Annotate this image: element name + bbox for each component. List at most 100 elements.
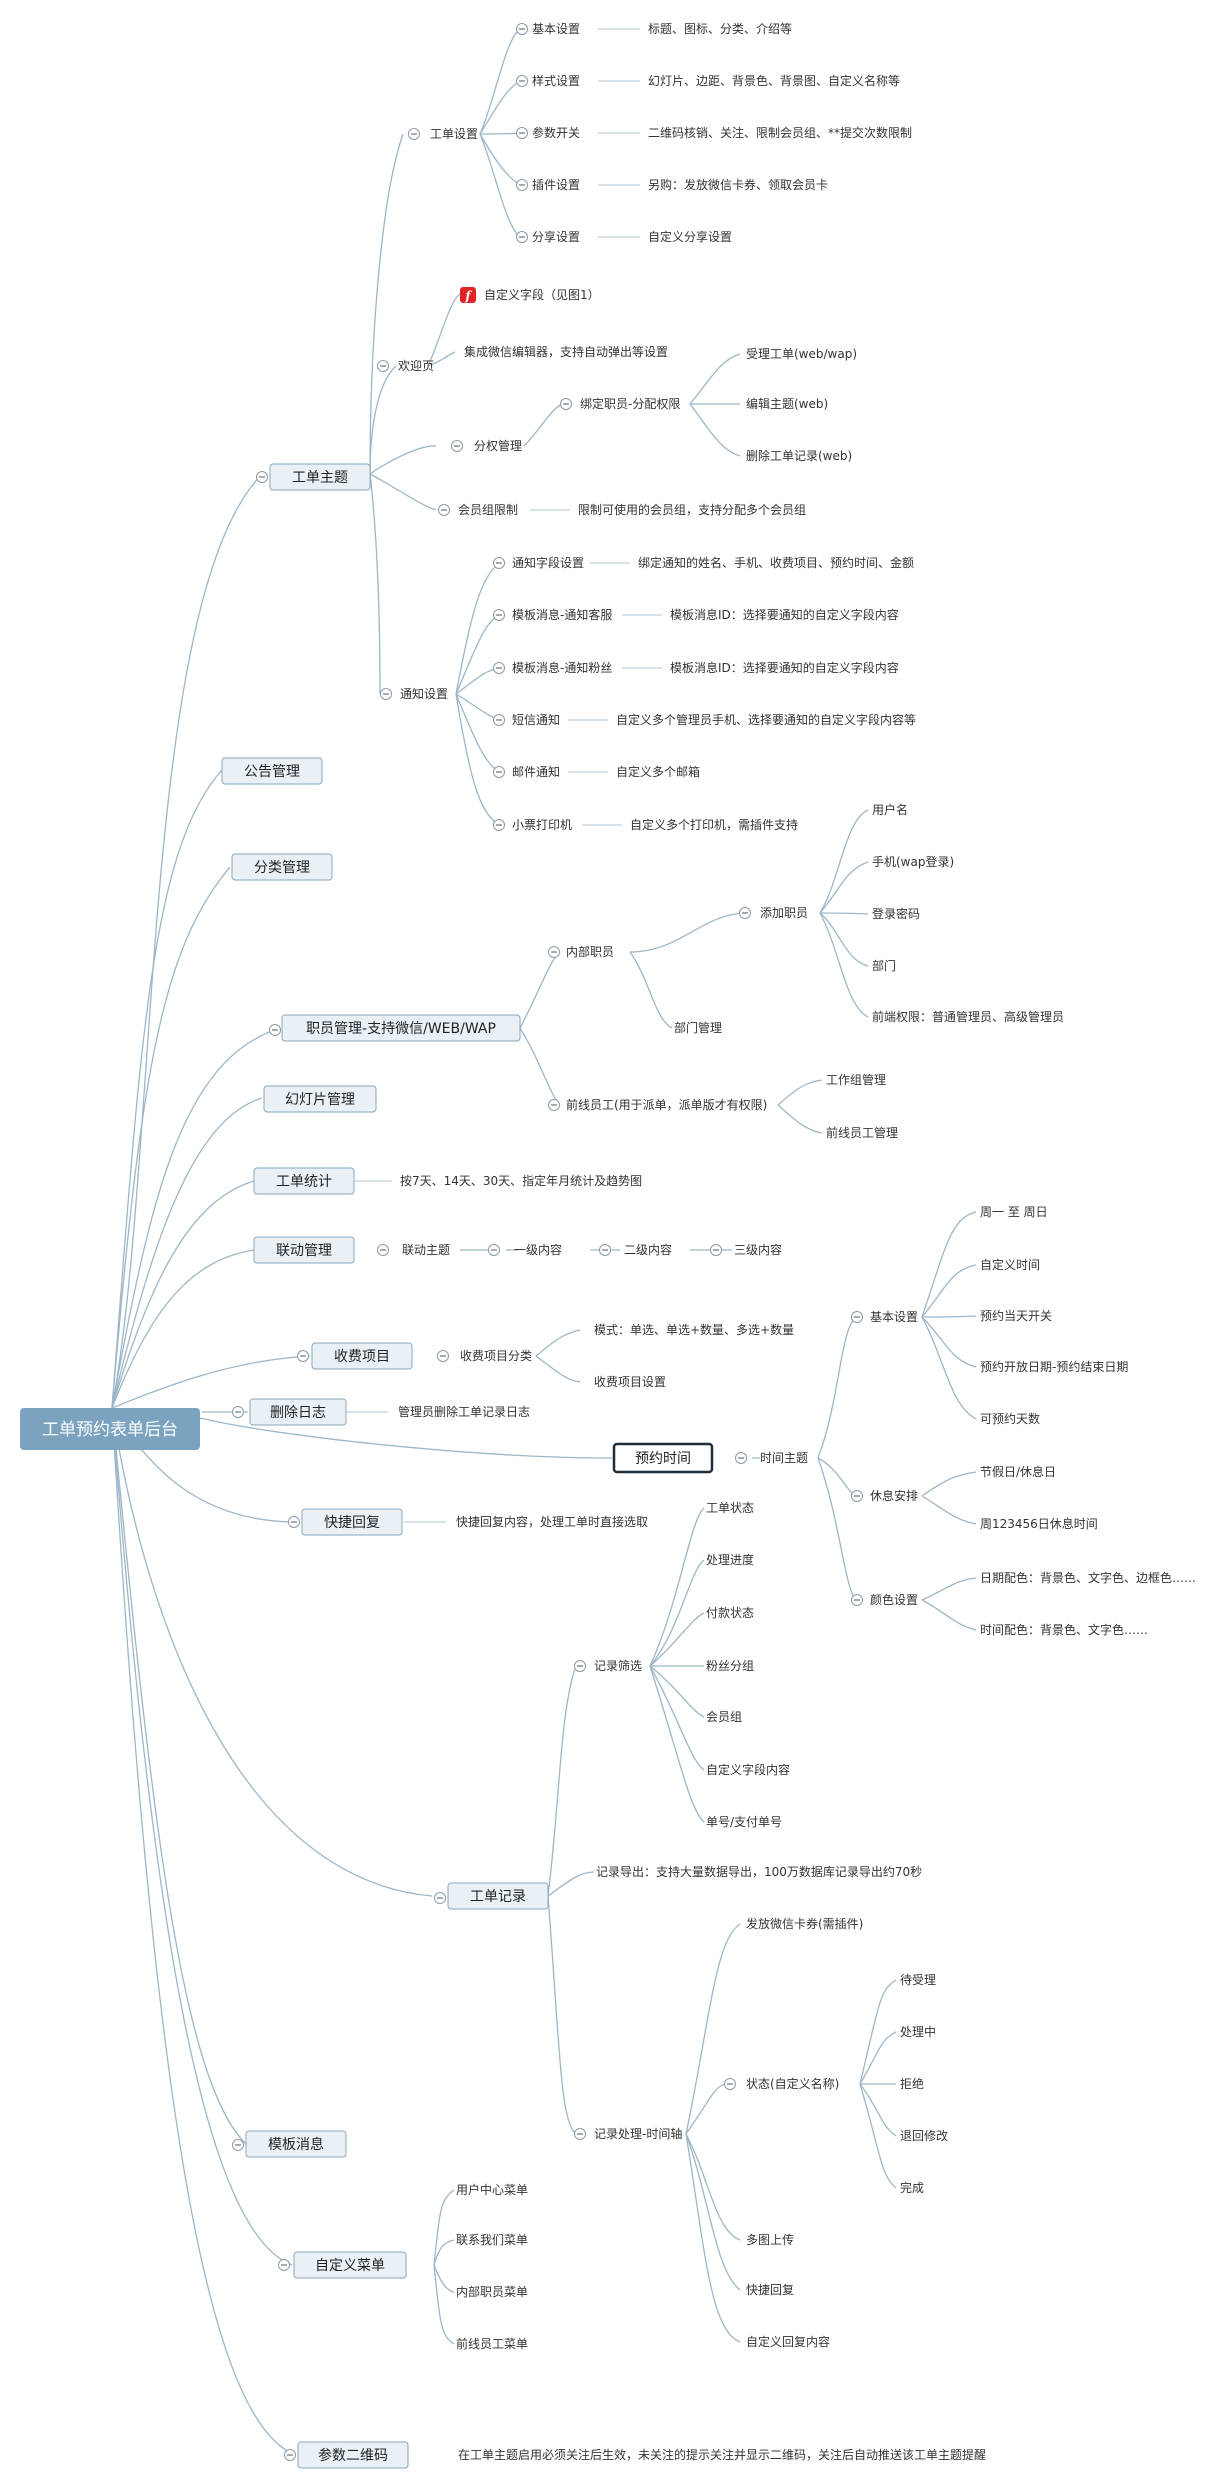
node-ts-share[interactable]: 分享设置 — [532, 229, 580, 244]
node-record[interactable]: 工单记录 — [447, 1882, 549, 1910]
node-sa-user[interactable]: 用户名 — [872, 802, 908, 817]
node-sa-dept[interactable]: 部门 — [872, 958, 896, 973]
node-bk-rest[interactable]: 休息安排 — [870, 1488, 918, 1503]
node-rs-4[interactable]: 退回修改 — [900, 2128, 948, 2143]
node-rp-upload[interactable]: 多图上传 — [746, 2232, 794, 2247]
node-bk-basic[interactable]: 基本设置 — [870, 1310, 918, 1324]
node-staff-front[interactable]: 前线员工(用于派单，派单版才有权限) — [566, 1097, 767, 1112]
node-qrcode[interactable]: 参数二维码 — [297, 2441, 409, 2469]
node-sf-group[interactable]: 工作组管理 — [826, 1072, 886, 1087]
node-sf-manage[interactable]: 前线员工管理 — [826, 1125, 898, 1140]
collapse-bk-rest-button[interactable] — [851, 1490, 863, 1502]
collapse-welcome-button[interactable] — [377, 360, 389, 372]
node-template[interactable]: 模板消息 — [245, 2130, 347, 2158]
node-perm-2[interactable]: 编辑主题(web) — [746, 396, 828, 411]
node-ts-setting[interactable]: 工单设置 — [430, 127, 478, 141]
node-fee-set[interactable]: 收费项目设置 — [594, 1375, 666, 1389]
node-quick[interactable]: 快捷回复 — [301, 1508, 403, 1536]
collapse-nf-sms-button[interactable] — [493, 714, 505, 726]
node-rp-quick[interactable]: 快捷回复 — [746, 2283, 794, 2297]
node-nf-sms[interactable]: 短信通知 — [512, 713, 560, 727]
node-bk-b5[interactable]: 可预约天数 — [980, 1411, 1040, 1426]
node-perm[interactable]: 分权管理 — [474, 438, 522, 453]
node-fee-mode[interactable]: 模式：单选、单选+数量、多选+数量 — [594, 1322, 794, 1337]
node-rs-5[interactable]: 完成 — [900, 2180, 924, 2195]
collapse-staff-add-button[interactable] — [739, 907, 751, 919]
collapse-nf-mail-button[interactable] — [493, 766, 505, 778]
node-slides[interactable]: 幻灯片管理 — [263, 1085, 377, 1113]
collapse-nf-field-button[interactable] — [493, 557, 505, 569]
collapse-nf-tpl-cs-button[interactable] — [493, 609, 505, 621]
collapse-ts-style-button[interactable] — [516, 75, 528, 87]
node-perm-1[interactable]: 受理工单(web/wap) — [746, 347, 857, 361]
node-ts-style[interactable]: 样式设置 — [532, 73, 580, 88]
collapse-perm-bind-button[interactable] — [560, 398, 572, 410]
collapse-ts-plugin-button[interactable] — [516, 179, 528, 191]
node-staff[interactable]: 职员管理-支持微信/WEB/WAP — [281, 1014, 521, 1042]
collapse-ts-share-button[interactable] — [516, 231, 528, 243]
collapse-topic-button[interactable] — [256, 471, 268, 483]
collapse-ts-setting-button[interactable] — [408, 128, 420, 140]
node-perm-bind[interactable]: 绑定职员-分配权限 — [580, 396, 680, 411]
node-nf-field[interactable]: 通知字段设置 — [512, 555, 584, 570]
node-rs-1[interactable]: 待受理 — [900, 1973, 936, 1987]
node-staff-dept[interactable]: 部门管理 — [674, 1020, 722, 1035]
collapse-qrcode-button[interactable] — [284, 2449, 296, 2461]
node-notice[interactable]: 公告管理 — [221, 757, 323, 785]
node-fee-cat[interactable]: 收费项目分类 — [460, 1349, 532, 1363]
node-bk-r2[interactable]: 周123456日休息时间 — [980, 1516, 1098, 1531]
node-staff-inner[interactable]: 内部职员 — [566, 944, 614, 959]
node-rs-2[interactable]: 处理中 — [900, 2024, 936, 2039]
node-lk-l1[interactable]: 一级内容 — [514, 1242, 562, 1257]
root-node[interactable]: 工单预约表单后台 — [20, 1408, 200, 1450]
node-bk-b1[interactable]: 周一 至 周日 — [980, 1205, 1048, 1219]
node-ts-plugin[interactable]: 插件设置 — [532, 178, 580, 192]
collapse-template-button[interactable] — [232, 2139, 244, 2151]
node-bk-topic[interactable]: 时间主题 — [760, 1451, 808, 1465]
collapse-bk-color-button[interactable] — [851, 1594, 863, 1606]
node-rf-5[interactable]: 会员组 — [706, 1710, 742, 1724]
collapse-staff-inner-button[interactable] — [548, 946, 560, 958]
node-rc-export[interactable]: 记录导出：支持大量数据导出，100万数据库记录导出约70秒 — [596, 1864, 922, 1879]
collapse-fee-cat-button[interactable] — [437, 1350, 449, 1362]
collapse-rp-status-button[interactable] — [724, 2078, 736, 2090]
node-perm-3[interactable]: 删除工单记录(web) — [746, 448, 852, 463]
collapse-booking-button[interactable] — [735, 1452, 747, 1464]
node-mn-1[interactable]: 用户中心菜单 — [456, 2182, 528, 2197]
collapse-perm-button[interactable] — [451, 440, 463, 452]
node-rp-status[interactable]: 状态(自定义名称) — [746, 2076, 839, 2091]
node-category[interactable]: 分类管理 — [231, 853, 333, 881]
node-bk-r1[interactable]: 节假日/休息日 — [980, 1464, 1056, 1479]
node-sa-frontperm[interactable]: 前端权限：普通管理员、高级管理员 — [872, 1009, 1064, 1024]
node-fee[interactable]: 收费项目 — [311, 1342, 413, 1370]
node-booking[interactable]: 预约时间 — [612, 1442, 714, 1474]
collapse-ts-basic-button[interactable] — [516, 23, 528, 35]
collapse-nf-printer-button[interactable] — [493, 819, 505, 831]
collapse-staff-button[interactable] — [269, 1024, 281, 1036]
node-rc-process[interactable]: 记录处理-时间轴 — [594, 2126, 682, 2141]
node-nf-tpl-fan[interactable]: 模板消息-通知粉丝 — [512, 660, 612, 675]
collapse-record-button[interactable] — [434, 1892, 446, 1904]
node-mn-2[interactable]: 联系我们菜单 — [456, 2232, 528, 2247]
node-rc-filter[interactable]: 记录筛选 — [594, 1658, 642, 1673]
node-rs-3[interactable]: 拒绝 — [900, 2076, 924, 2091]
collapse-rc-filter-button[interactable] — [574, 1660, 586, 1672]
node-topic[interactable]: 工单主题 — [269, 463, 371, 491]
node-ts-basic[interactable]: 基本设置 — [532, 22, 580, 36]
collapse-lk-l1-button[interactable] — [488, 1244, 500, 1256]
node-nf-printer[interactable]: 小票打印机 — [512, 818, 572, 832]
node-welcome[interactable]: 欢迎页 — [398, 358, 434, 373]
node-rp-custom[interactable]: 自定义回复内容 — [746, 2334, 830, 2349]
node-rf-1[interactable]: 工单状态 — [706, 1501, 754, 1515]
node-rp-card[interactable]: 发放微信卡券(需插件) — [746, 1916, 863, 1931]
node-mn-3[interactable]: 内部职员菜单 — [456, 2284, 528, 2299]
node-lk-topic[interactable]: 联动主题 — [402, 1243, 450, 1257]
collapse-fee-button[interactable] — [297, 1350, 309, 1362]
collapse-member-limit-button[interactable] — [438, 504, 450, 516]
node-bk-b3[interactable]: 预约当天开关 — [980, 1308, 1052, 1323]
node-linkage[interactable]: 联动管理 — [253, 1236, 355, 1264]
node-sa-phone[interactable]: 手机(wap登录) — [872, 854, 954, 869]
node-rf-3[interactable]: 付款状态 — [706, 1606, 754, 1620]
collapse-staff-front-button[interactable] — [548, 1099, 560, 1111]
node-nf-tpl-cs[interactable]: 模板消息-通知客服 — [512, 607, 612, 622]
